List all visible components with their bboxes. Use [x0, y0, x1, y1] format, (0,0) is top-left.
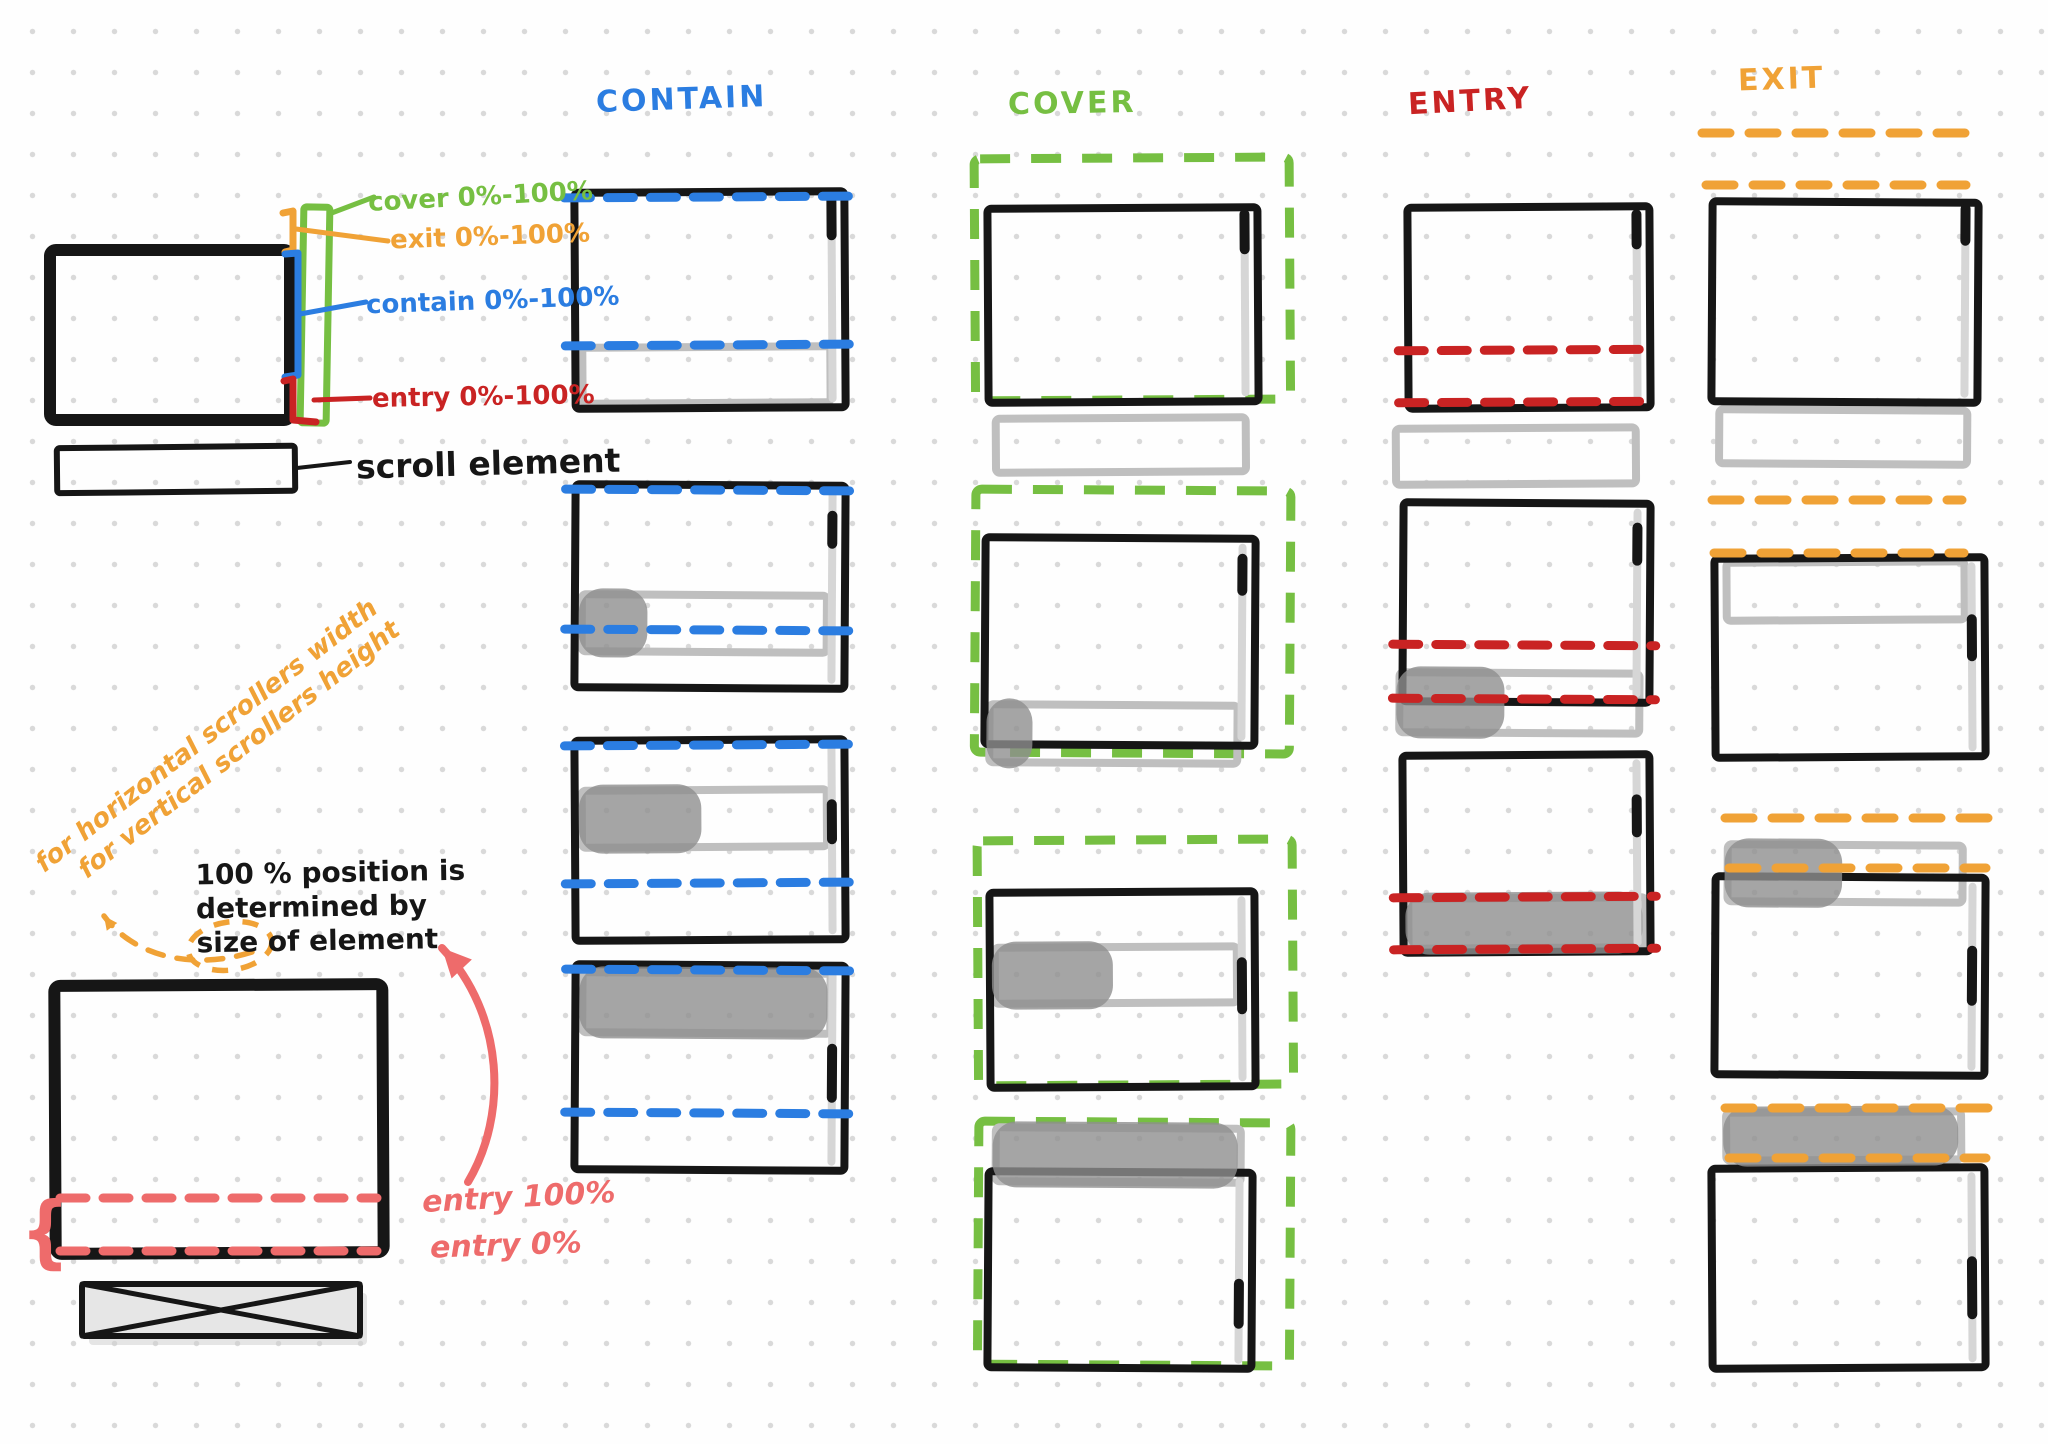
position-note-line1: 100 % position is — [195, 853, 466, 892]
column-header-entry: ENTRY — [1407, 80, 1534, 123]
curly-brace-glyph: { — [20, 1183, 70, 1278]
column-header-exit: EXIT — [1737, 60, 1826, 99]
scroll-element-label: scroll element — [355, 440, 621, 487]
entry-0-label: entry 0% — [429, 1225, 583, 1266]
position-note: 100 % position is determined by size of … — [195, 854, 466, 961]
column-header-contain: CONTAIN — [595, 79, 768, 120]
position-note-line3: size of element — [196, 922, 439, 960]
position-note-line2: determined by — [195, 888, 428, 926]
legend-label-entry-range: entry 0%-100% — [371, 380, 595, 414]
column-header-cover: COVER — [1007, 84, 1137, 123]
